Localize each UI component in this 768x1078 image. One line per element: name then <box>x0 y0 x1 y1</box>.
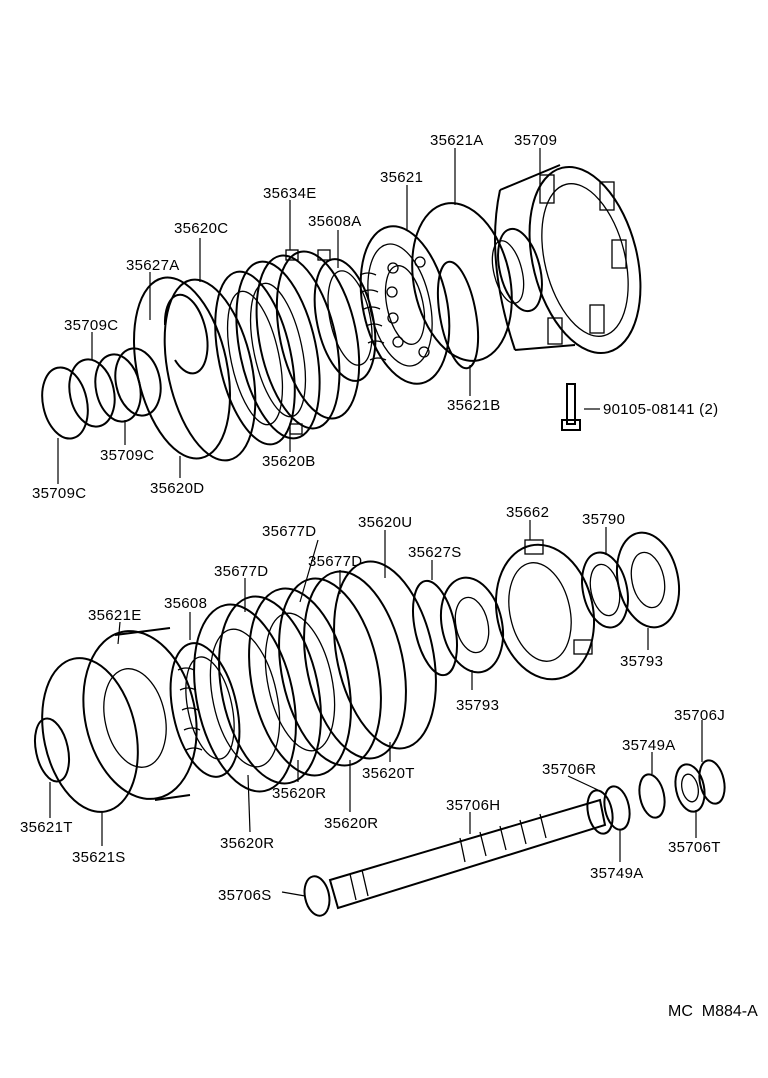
label-35706J: 35706J <box>674 707 725 724</box>
bearing-35706T <box>674 759 726 813</box>
label-35709C-bot: 35709C <box>32 485 86 502</box>
spring-retainer-35608A <box>313 258 387 382</box>
label-35749A-top: 35749A <box>622 737 676 754</box>
upper-leader-lines <box>57 148 600 484</box>
one-way-clutch-35790 <box>581 551 629 629</box>
bolt-90105-08141 <box>561 383 581 431</box>
label-35620R-c: 35620R <box>220 835 274 852</box>
lower-leader-lines <box>49 520 703 897</box>
label-35677D-a: 35677D <box>262 523 316 540</box>
label-35706R: 35706R <box>542 761 596 778</box>
label-35634E: 35634E <box>263 185 317 202</box>
label-35709: 35709 <box>514 132 557 149</box>
label-35620R-b: 35620R <box>324 815 378 832</box>
label-35706H: 35706H <box>446 797 500 814</box>
label-35620B: 35620B <box>262 453 316 470</box>
snap-ring-35627S <box>412 579 458 677</box>
label-35677D-b: 35677D <box>308 553 362 570</box>
piston-35621E <box>82 627 198 801</box>
label-35608: 35608 <box>164 595 207 612</box>
label-35706T: 35706T <box>668 839 721 856</box>
label-35677D-c: 35677D <box>214 563 268 580</box>
label-35620T: 35620T <box>362 765 415 782</box>
clutch-plates-35620R <box>193 560 437 793</box>
label-35793-mid: 35793 <box>456 697 499 714</box>
label-35620D: 35620D <box>150 480 204 497</box>
label-35621S: 35621S <box>72 849 126 866</box>
o-ring-35621T <box>33 717 71 783</box>
label-bolt-90105-08141: 90105-08141 (2) <box>603 401 718 418</box>
label-35709C-top: 35709C <box>64 317 118 334</box>
race-35662 <box>494 539 596 681</box>
piston-35621 <box>359 225 451 385</box>
clutch-drum-35709 <box>491 164 642 355</box>
thrust-washer-35793-right <box>616 531 680 629</box>
thrust-washer-35793-mid <box>440 576 504 674</box>
o-ring-35621A <box>411 202 513 362</box>
label-35620C: 35620C <box>174 220 228 237</box>
seal-rings-35709C <box>41 347 162 440</box>
diagram-code: MC M884-A <box>668 1003 758 1020</box>
shaft-35706H <box>328 798 607 910</box>
label-35620U: 35620U <box>358 514 412 531</box>
label-35620R-a: 35620R <box>272 785 326 802</box>
label-35749A-bot: 35749A <box>590 865 644 882</box>
label-35621T: 35621T <box>20 819 73 836</box>
label-35627S: 35627S <box>408 544 462 561</box>
label-35621: 35621 <box>380 169 423 186</box>
o-ring-35621B <box>436 260 480 370</box>
snap-ring-35749A-top <box>638 773 666 819</box>
snap-ring-35627A <box>163 293 209 375</box>
label-35627A: 35627A <box>126 257 180 274</box>
snap-ring-35749A-bottom <box>603 785 631 831</box>
label-35706S: 35706S <box>218 887 272 904</box>
washer-35706S <box>303 875 331 917</box>
ring-35706R <box>586 789 614 835</box>
thrust-washer-35793-right-inner <box>630 551 666 609</box>
flange-35620C <box>163 278 257 462</box>
label-35608A: 35608A <box>308 213 362 230</box>
label-35621A: 35621A <box>430 132 484 149</box>
label-35793-right: 35793 <box>620 653 663 670</box>
label-35790: 35790 <box>582 511 625 528</box>
spring-retainer-35608 <box>169 642 241 778</box>
label-35621E: 35621E <box>88 607 142 624</box>
label-35709C-mid: 35709C <box>100 447 154 464</box>
part-labels: 35621A 35709 35621 35634E 35608A 35620C … <box>20 132 758 1020</box>
label-35621B: 35621B <box>447 397 501 414</box>
clutch-plates-35620B <box>214 249 361 446</box>
label-35662: 35662 <box>506 504 549 521</box>
o-ring-35621S <box>41 657 139 813</box>
